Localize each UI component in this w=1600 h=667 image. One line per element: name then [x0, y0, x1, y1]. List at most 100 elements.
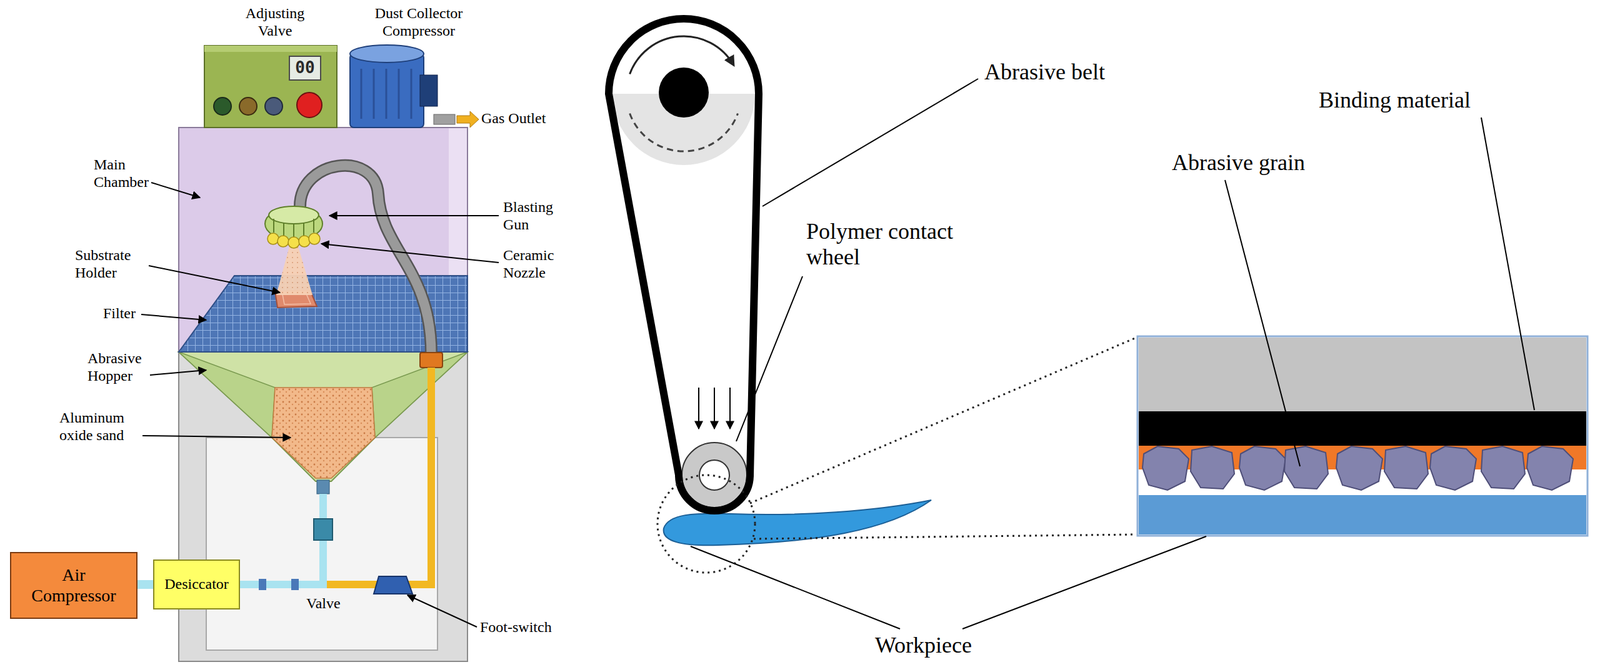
abrasive-grain-shape [1526, 446, 1574, 490]
adjusting-valve-box [204, 45, 337, 128]
abrasive-hopper [178, 351, 468, 482]
ceramic-nozzle [298, 235, 310, 247]
part-label: Filter [103, 305, 136, 323]
part-label: Substrate Holder [75, 246, 147, 282]
adjusting-valve-box [239, 97, 257, 115]
adjusting-valve-box [204, 45, 337, 128]
abrasive-grain-shape [1239, 446, 1286, 490]
leader-arrow [150, 370, 207, 375]
part-label: Aluminum oxide sand [59, 409, 138, 444]
valve-body [313, 518, 333, 540]
air-pipe [240, 580, 324, 589]
leader-arrow [142, 435, 291, 438]
air-pipe [240, 493, 324, 590]
blasting-hose [300, 165, 432, 354]
part-label: Dust Collector Compressor [356, 5, 482, 40]
leader-arrow [321, 243, 499, 263]
adjusting-valve-box [296, 92, 322, 118]
supply-pipe [326, 367, 432, 585]
abrasive-hopper [178, 351, 468, 482]
abrasive-grain-shape [1190, 446, 1235, 489]
abrasive-sand [271, 387, 375, 479]
substrate-holder [282, 293, 311, 305]
leader-line [736, 276, 803, 442]
desiccator-box: Desiccator [153, 559, 240, 610]
detail-leader [750, 337, 1137, 504]
leader-line [1481, 117, 1535, 410]
drive-pulley [612, 22, 755, 165]
leader-arrow [141, 314, 207, 320]
leader-line [1225, 180, 1300, 467]
air-pipe [319, 493, 327, 589]
adjusting-valve-box [213, 97, 232, 115]
detail-inset [1138, 337, 1587, 412]
part-label: Gas Outlet [481, 110, 546, 128]
part-label: Abrasive belt [984, 59, 1105, 85]
dust-collector-compressor [350, 53, 424, 128]
force-arrow [698, 387, 700, 429]
force-arrow [698, 387, 730, 429]
part-label: Valve [306, 595, 341, 613]
digital-display: 00 [288, 55, 322, 81]
air-pipe [291, 578, 299, 590]
ceramic-nozzle [308, 233, 320, 245]
gas-outlet-pipe [433, 114, 455, 125]
part-label: Binding material [1318, 87, 1471, 114]
dust-collector-compressor [361, 68, 412, 119]
detail-inset [1138, 411, 1587, 446]
air-compressor-box: Air Compressor [10, 551, 138, 619]
leader-line [962, 536, 1207, 629]
blasting-gun [268, 206, 319, 224]
abrasive-grain-shape [1142, 446, 1574, 490]
drive-pulley [658, 67, 709, 118]
leader-arrow [141, 182, 499, 627]
drive-pulley [612, 22, 755, 165]
ceramic-nozzle [277, 235, 289, 247]
abrasive-grain-shape [1430, 446, 1477, 490]
dust-collector-compressor [350, 45, 438, 128]
drive-pulley [630, 113, 739, 152]
air-pipe-connector [137, 580, 154, 589]
detail-inset [1137, 336, 1588, 536]
dust-collector-compressor [350, 45, 424, 63]
blasting-hose [300, 165, 432, 354]
abrasive-belt [608, 18, 759, 511]
adjusting-valve-box [265, 97, 283, 115]
detail-inset [1137, 336, 1588, 536]
leader-arrow [148, 265, 280, 293]
part-label: Ceramic Nozzle [503, 246, 566, 282]
cabinet-base [178, 351, 468, 662]
cabinet-base [178, 351, 468, 662]
ceramic-nozzle [267, 233, 320, 249]
detail-circle [657, 475, 755, 573]
leader-arrow [407, 595, 477, 627]
abrasive-hopper [178, 351, 275, 438]
dust-collector-compressor [420, 75, 438, 107]
abrasive-grain-shape [1336, 446, 1383, 490]
foot-switch [373, 576, 413, 594]
abrasive-grain-shape [1481, 446, 1525, 489]
hose-fitting [420, 352, 443, 368]
abrasive-spray [276, 246, 313, 295]
blasting-hose [300, 165, 432, 354]
abrasive-grain-shape [1142, 446, 1189, 490]
node-text: Desiccator [164, 575, 229, 594]
abrasive-grain-shape [1284, 446, 1329, 489]
detail-leader [753, 534, 1137, 539]
force-arrow [729, 387, 731, 429]
force-arrow [713, 387, 715, 429]
leader-arrow [329, 215, 499, 217]
part-label: Workpiece [875, 632, 972, 659]
leader-line [690, 78, 1535, 629]
part-label: Foot-switch [480, 618, 552, 637]
adjusting-valve-box [204, 45, 337, 52]
node-text: Air Compressor [26, 565, 121, 605]
node-text: 00 [295, 58, 315, 78]
abrasive-hopper [371, 351, 468, 438]
part-label: Blasting Gun [503, 198, 566, 234]
part-label: Polymer contact wheel [806, 218, 975, 271]
ceramic-nozzle [267, 233, 279, 245]
ceramic-nozzle [288, 236, 300, 249]
air-pipe [258, 578, 267, 590]
gas-outlet-arrow [456, 111, 479, 128]
